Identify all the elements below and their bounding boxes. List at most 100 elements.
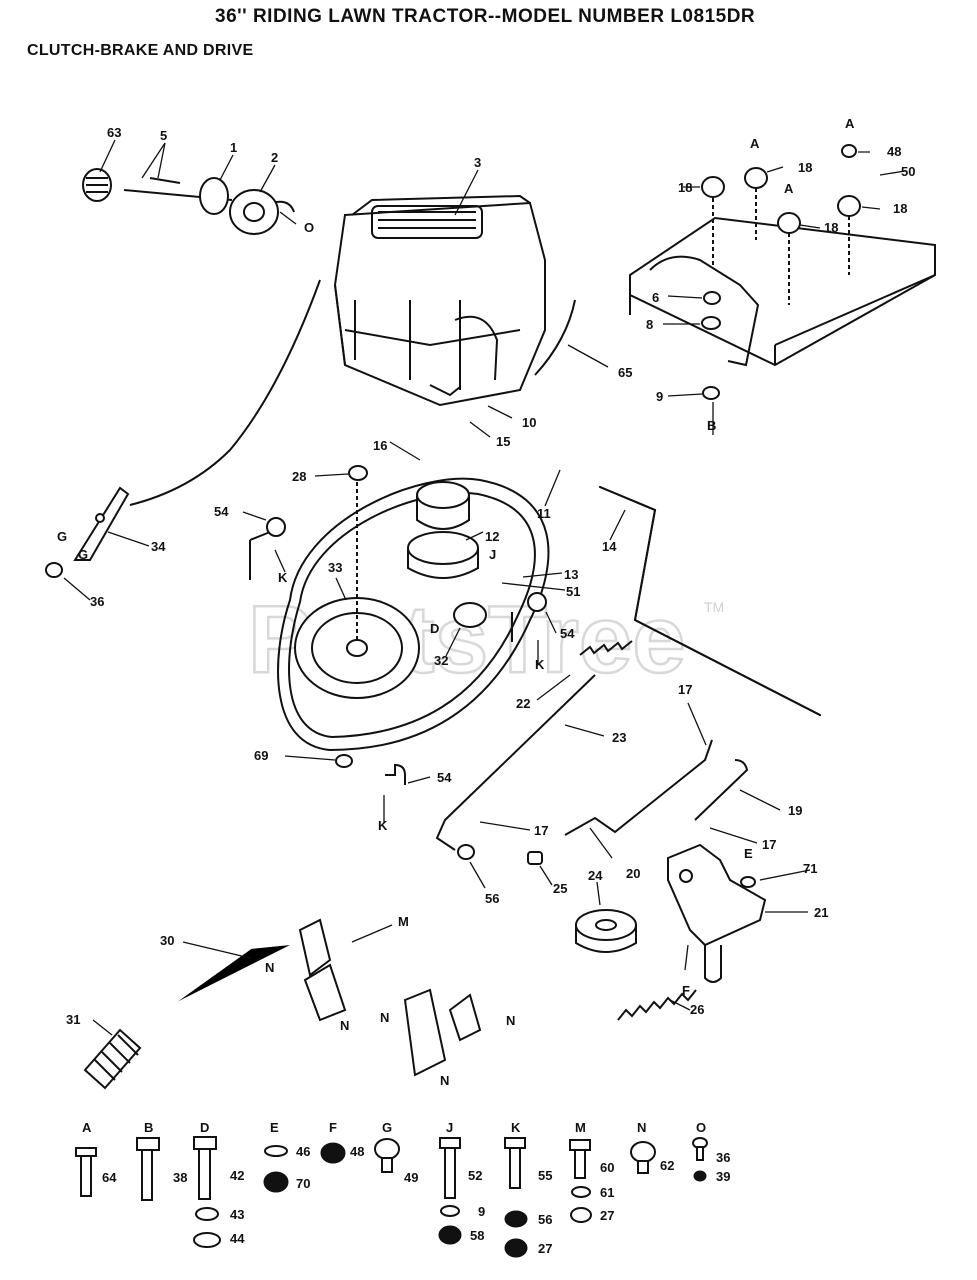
callout-32: 32 [434,653,448,668]
callout-54c: 54 [437,770,452,785]
legend-part-49: 49 [404,1170,418,1185]
callout-63: 63 [107,125,121,140]
callout-N4: N [506,1013,515,1028]
callout-A1: A [750,136,760,151]
callout-13: 13 [564,567,578,582]
callout-18c: 18 [824,220,838,235]
part-25 [527,851,543,865]
callout-14: 14 [602,539,617,554]
legend-part-43: 43 [230,1207,244,1222]
legend-part-38: 38 [173,1170,187,1185]
legend-letter-D: D [200,1120,209,1135]
rod-20 [564,739,713,836]
legend-part-64: 64 [102,1170,117,1185]
callout-5: 5 [160,128,167,143]
spring-26 [617,989,697,1021]
legend-letter-O: O [696,1120,706,1135]
callout-17b: 17 [534,823,548,838]
callout-50: 50 [901,164,915,179]
callout-labels: 63 5 1 2 O 3 18 18 18 18 A A A 48 50 6 8… [57,116,915,1088]
legend-part-9: 9 [478,1204,485,1219]
legend-letter-A: A [82,1120,92,1135]
callout-10: 10 [522,415,536,430]
callout-2: 2 [271,150,278,165]
callout-17c: 17 [762,837,776,852]
callout-12: 12 [485,529,499,544]
callout-A3: A [845,116,855,131]
part-69 [335,754,353,768]
callout-E: E [744,846,753,861]
idler-pulley-24 [575,909,637,953]
callout-51: 51 [566,584,580,599]
callout-K3: K [378,818,388,833]
legend-part-36: 36 [716,1150,730,1165]
part-54c [385,763,406,785]
clutch-pulley-assembly [82,168,295,235]
callout-K2: K [535,657,545,672]
callout-31: 31 [66,1012,80,1027]
clutch-cable [129,279,321,506]
spring-22 [579,640,633,656]
legend-letter-E: E [270,1120,279,1135]
legend-part-27b: 27 [600,1208,614,1223]
cross-shaft-assembly [294,918,486,1077]
callout-N3: N [380,1010,389,1025]
part-56 [457,844,475,860]
callout-21: 21 [814,905,828,920]
callout-71: 71 [803,861,817,876]
callout-54a: 54 [214,504,229,519]
callout-8: 8 [646,317,653,332]
callout-9: 9 [656,389,663,404]
bracket-21 [667,843,767,983]
engine-3 [333,194,546,407]
legend-part-70: 70 [296,1176,310,1191]
legend-letter-G: G [382,1120,392,1135]
legend-part-42: 42 [230,1168,244,1183]
legend-letter-M: M [575,1120,586,1135]
callout-A2: A [784,181,794,196]
callout-19: 19 [788,803,802,818]
callout-54b: 54 [560,626,575,641]
callout-56: 56 [485,891,499,906]
callout-36: 36 [90,594,104,609]
frame-plate [629,144,936,400]
legend-letter-J: J [446,1120,453,1135]
callout-30: 30 [160,933,174,948]
legend-part-39: 39 [716,1169,730,1184]
diagram-title: 36'' RIDING LAWN TRACTOR--MODEL NUMBER L… [215,6,756,27]
callout-22: 22 [516,696,530,711]
callout-6: 6 [652,290,659,305]
legend-part-52: 52 [468,1168,482,1183]
callout-18d: 18 [893,201,907,216]
legend-letter-K: K [511,1120,521,1135]
callout-N2: N [340,1018,349,1033]
legend-part-60: 60 [600,1160,614,1175]
callout-65: 65 [618,365,632,380]
callout-24: 24 [588,868,603,883]
legend-part-62: 62 [660,1158,674,1173]
legend-part-48: 48 [350,1144,364,1159]
legend-part-55: 55 [538,1168,552,1183]
callout-1: 1 [230,140,237,155]
callout-26: 26 [690,1002,704,1017]
legend-letter-N: N [637,1120,646,1135]
callout-M: M [398,914,409,929]
legend-part-56: 56 [538,1212,552,1227]
callout-20: 20 [626,866,640,881]
callout-15: 15 [496,434,510,449]
legend-part-44: 44 [230,1231,245,1246]
callout-D: D [430,621,439,636]
callout-33: 33 [328,560,342,575]
tube-65 [534,299,576,376]
rod-23 [435,674,596,851]
brake-lever-34 [45,486,130,578]
callout-23: 23 [612,730,626,745]
legend-letter-F: F [329,1120,337,1135]
diagram-subtitle: CLUTCH-BRAKE AND DRIVE [27,42,254,59]
callout-J: J [489,547,496,562]
callout-16: 16 [373,438,387,453]
legend-part-46: 46 [296,1144,310,1159]
callout-O: O [304,220,314,235]
legend-part-58: 58 [470,1228,484,1243]
legend-part-61: 61 [600,1185,614,1200]
